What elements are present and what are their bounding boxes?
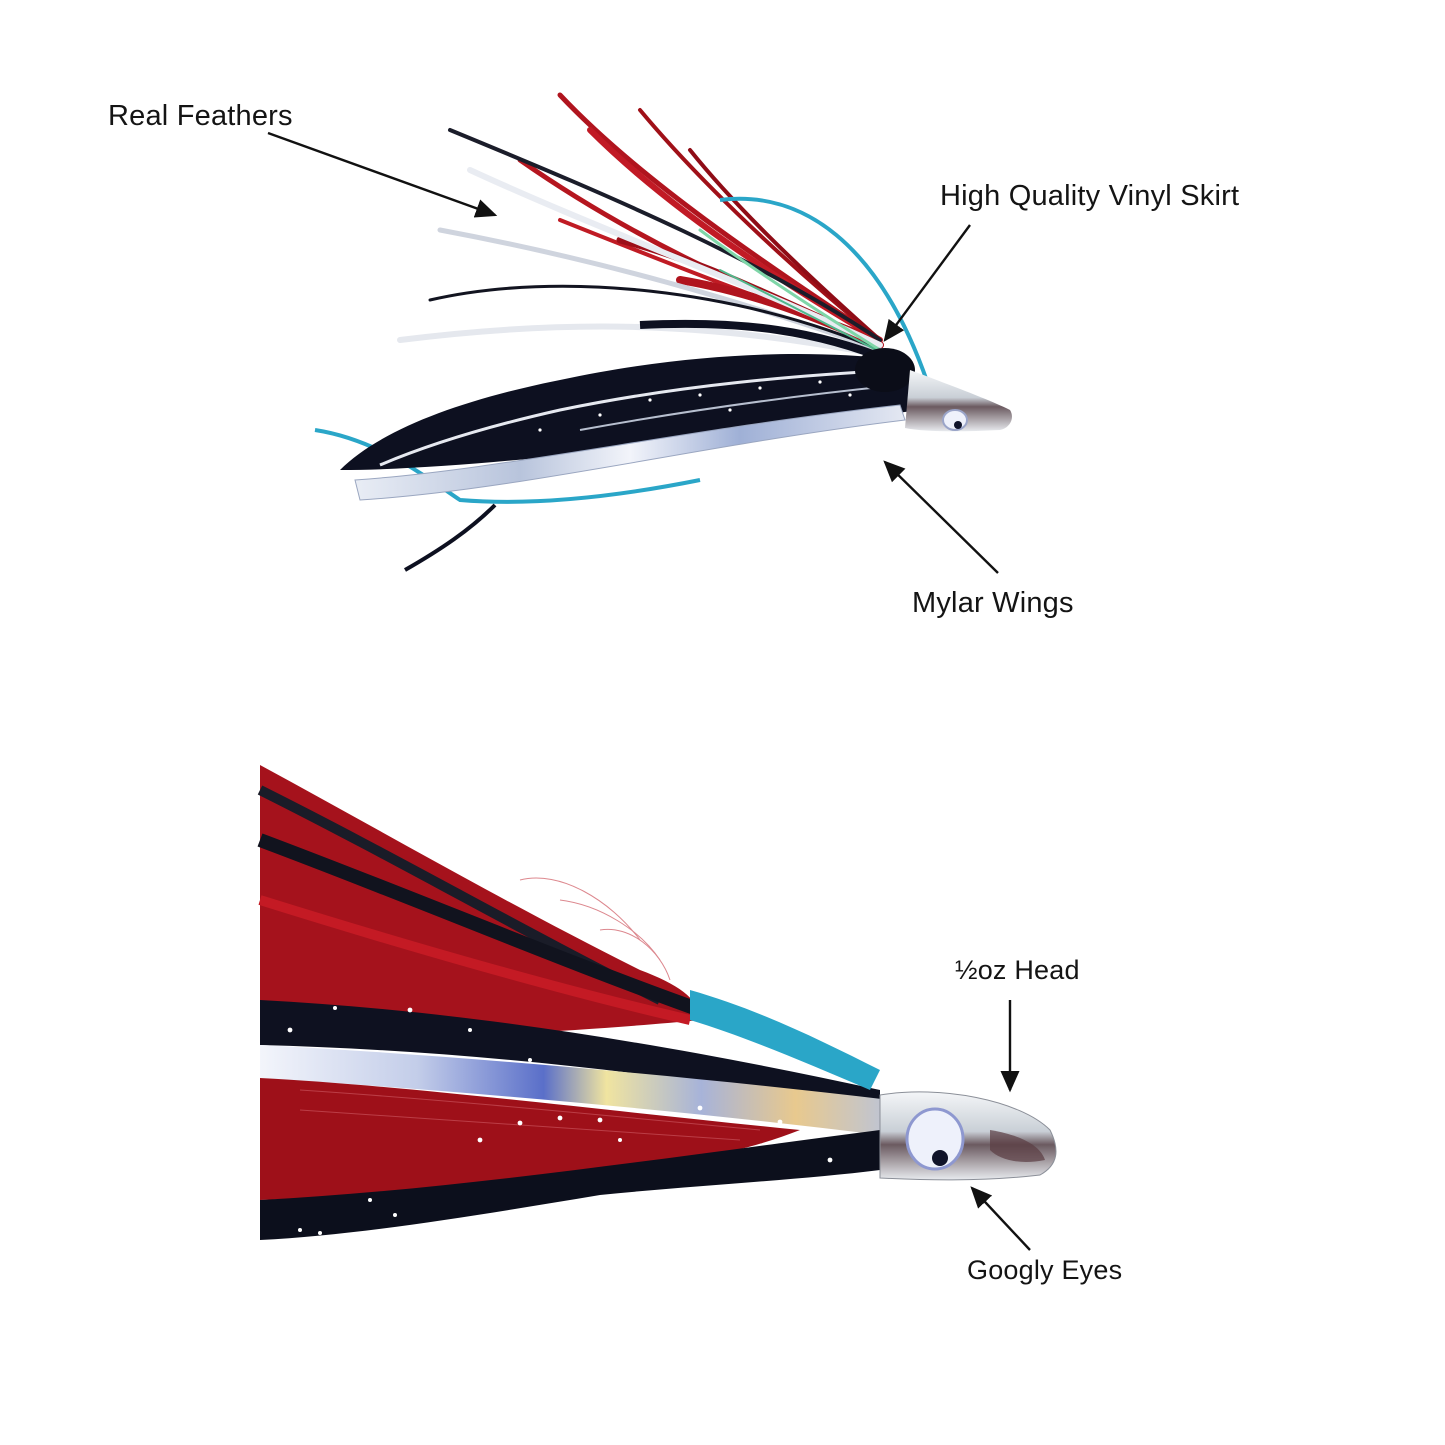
chrome-head [905,370,1012,432]
red-feathers-lower [260,1078,800,1200]
label-head-weight: ½oz Head [955,955,1080,985]
label-googly-eyes: Googly Eyes [967,1255,1123,1285]
top-lure [314,92,1012,572]
arrow-vinyl-skirt [883,224,971,342]
bottom-lure [257,765,1057,1240]
callout-arrows [267,131,1031,1251]
glitter-dots [538,380,852,432]
skirt-lower-band [260,1130,880,1240]
mylar-wing [354,404,906,501]
teal-flash-upper [719,196,932,391]
label-real-feathers: Real Feathers [108,100,293,132]
mylar-wings-closeup [260,1045,890,1135]
arrow-real-feathers [267,131,498,218]
teal-accent [690,990,880,1090]
label-mylar-wings: Mylar Wings [912,587,1074,619]
arrow-mylar-wings [883,460,999,574]
arrow-googly-eyes [970,1186,1031,1251]
glitter-dots-closeup [287,1006,833,1235]
label-vinyl-skirt: High Quality Vinyl Skirt [940,180,1240,212]
chrome-head-closeup [879,1091,1057,1181]
googly-eye [905,1107,965,1171]
vinyl-skirt [340,319,920,470]
real-feathers [397,92,884,358]
